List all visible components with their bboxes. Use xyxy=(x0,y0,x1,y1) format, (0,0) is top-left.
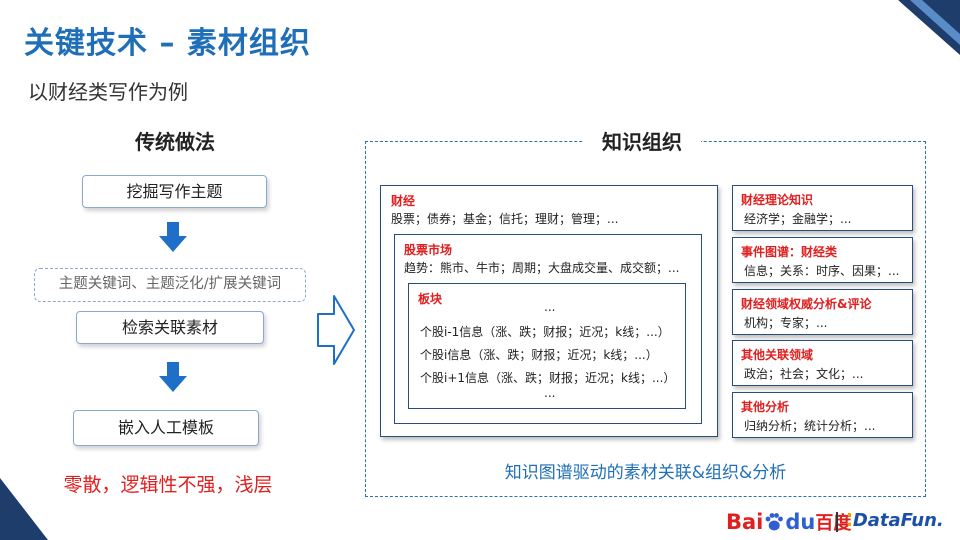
sector-box xyxy=(408,283,686,409)
baidu-logo-bai: Bai xyxy=(726,510,764,534)
step-topic-keywords: 主题关键词、主题泛化/扩展关键词 xyxy=(34,268,306,302)
paw-icon xyxy=(765,513,784,531)
corner-decoration-bottom-left xyxy=(0,478,48,540)
baidu-logo-cn: 百度 xyxy=(815,513,852,534)
side-box-items: 归纳分析；统计分析；... xyxy=(744,419,876,433)
step-retrieve-material-label: 检索关联素材 xyxy=(121,318,218,337)
side-box-other-analysis: 其他分析 归纳分析；统计分析；... xyxy=(732,392,913,438)
side-box-title: 其他分析 xyxy=(741,400,790,414)
step-mine-topic: 挖掘写作主题 xyxy=(82,175,267,208)
finance-items: 股票；债券；基金；信托；理财；管理；... xyxy=(391,212,619,226)
step-topic-keywords-label: 主题关键词、主题泛化/扩展关键词 xyxy=(58,276,282,292)
step-embed-template-label: 嵌入人工模板 xyxy=(117,418,214,437)
side-box-event-graph: 事件图谱：财经类 信息；关系：时序、因果；... xyxy=(732,237,913,283)
stock-line-next: 个股i+1信息（涨、跌；财报；近况；k线；...） xyxy=(420,371,676,385)
baidu-logo-du: du xyxy=(785,510,816,534)
stock-market-title: 股票市场 xyxy=(404,243,453,257)
side-box-authority-analysis: 财经领域权威分析&评论 机构；专家；... xyxy=(732,289,913,335)
finance-title: 财经 xyxy=(391,194,416,208)
sector-ellipsis-top: ... xyxy=(544,300,556,314)
sector-title: 板块 xyxy=(418,292,443,306)
side-box-related-domains: 其他关联领域 政治；社会；文化；... xyxy=(732,340,913,386)
corner-decoration-top-right xyxy=(880,0,960,60)
datafun-mark-icon: ⁚ xyxy=(846,510,853,531)
traditional-approach-heading: 传统做法 xyxy=(135,130,215,154)
side-box-items: 信息；关系：时序、因果；... xyxy=(744,264,900,278)
logo-separator xyxy=(836,512,838,532)
datafun-logo-text: DataFun. xyxy=(852,510,944,531)
side-box-items: 机构；专家；... xyxy=(744,316,828,330)
stock-line-current: 个股i信息（涨、跌；财报；近况；k线；...） xyxy=(420,348,658,362)
stock-market-items: 趋势：熊市、牛市；周期；大盘成交量、成交额；... xyxy=(404,261,680,275)
right-arrow-icon xyxy=(317,295,355,365)
knowledge-organization-heading: 知识组织 xyxy=(583,126,701,155)
page-title: 关键技术 – 素材组织 xyxy=(24,26,311,61)
down-arrow-icon xyxy=(159,222,187,252)
side-box-title: 事件图谱：财经类 xyxy=(741,245,838,259)
page-subtitle: 以财经类写作为例 xyxy=(28,80,188,104)
step-retrieve-material: 检索关联素材 xyxy=(76,311,264,344)
side-box-items: 经济学；金融学；... xyxy=(744,212,852,226)
sector-ellipsis-bottom: ... xyxy=(544,386,556,400)
side-box-title: 其他关联领域 xyxy=(741,348,814,362)
down-arrow-icon xyxy=(159,362,187,392)
stock-line-prev: 个股i-1信息（涨、跌；财报；近况；k线；...） xyxy=(420,325,670,339)
baidu-logo: Bai du百度 xyxy=(726,509,851,535)
step-embed-template: 嵌入人工模板 xyxy=(73,410,259,446)
datafun-logo: ⁚DataFun. xyxy=(846,510,944,531)
side-box-items: 政治；社会；文化；... xyxy=(744,367,864,381)
side-box-title: 财经领域权威分析&评论 xyxy=(741,297,872,311)
side-box-title: 财经理论知识 xyxy=(741,193,814,207)
knowledge-organization-caption: 知识图谱驱动的素材关联&组织&分析 xyxy=(504,463,787,483)
side-box-finance-theory: 财经理论知识 经济学；金融学；... xyxy=(732,185,913,231)
step-mine-topic-label: 挖掘写作主题 xyxy=(126,182,223,201)
traditional-conclusion: 零散，逻辑性不强，浅层 xyxy=(63,474,273,496)
